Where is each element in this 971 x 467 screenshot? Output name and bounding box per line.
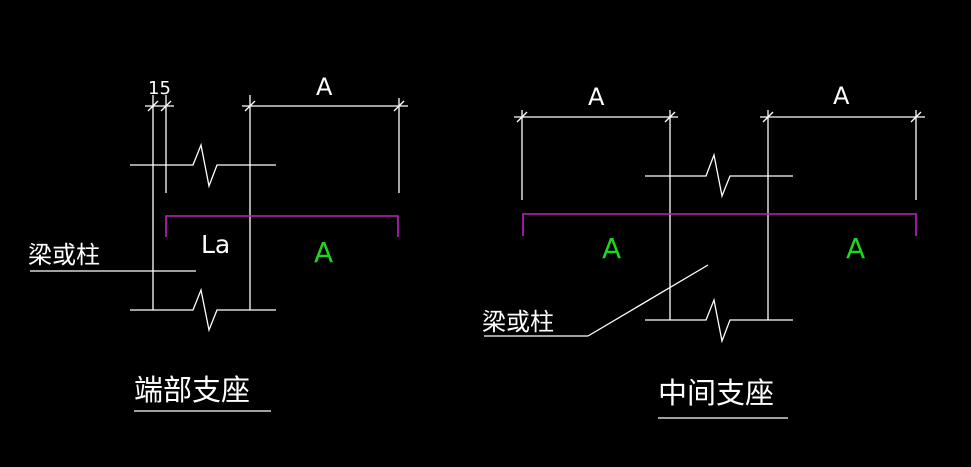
mid-member-leader-diagonal bbox=[587, 264, 709, 337]
end-top-break-line bbox=[130, 142, 276, 189]
mid-a-green-left: A bbox=[602, 232, 621, 265]
end-a-green-label: A bbox=[314, 236, 333, 269]
la-label: La bbox=[201, 230, 230, 259]
dim-a-right-text: A bbox=[833, 82, 850, 110]
mid-top-break-line bbox=[645, 152, 793, 199]
mid-member-label: 梁或柱 bbox=[482, 308, 554, 336]
mid-bottom-break-line bbox=[645, 297, 793, 344]
end-member-label: 梁或柱 bbox=[28, 241, 100, 269]
end-rebar-line bbox=[165, 215, 399, 237]
middle-support-detail: A A A A 梁或柱 中间支座 bbox=[482, 82, 925, 419]
dim-15-text: 15 bbox=[148, 78, 171, 99]
dim-a-left-text: A bbox=[588, 83, 605, 111]
end-support-caption: 端部支座 bbox=[134, 373, 250, 407]
mid-a-green-right: A bbox=[846, 232, 865, 265]
dim-15-tick-left bbox=[147, 100, 159, 112]
mid-rebar-line bbox=[522, 213, 917, 236]
dim-a-top-tick-left bbox=[244, 100, 256, 112]
mid-support-caption: 中间支座 bbox=[658, 376, 774, 410]
dim-a-right-tick-left bbox=[762, 111, 774, 123]
end-bottom-break-line bbox=[130, 287, 276, 333]
dim-a-left-tick-right bbox=[664, 111, 676, 123]
dim-15-tick-right bbox=[160, 100, 172, 112]
dim-a-top-text: A bbox=[316, 73, 333, 101]
end-support-detail: 15 A La A 梁或柱 端部支座 bbox=[28, 73, 408, 412]
